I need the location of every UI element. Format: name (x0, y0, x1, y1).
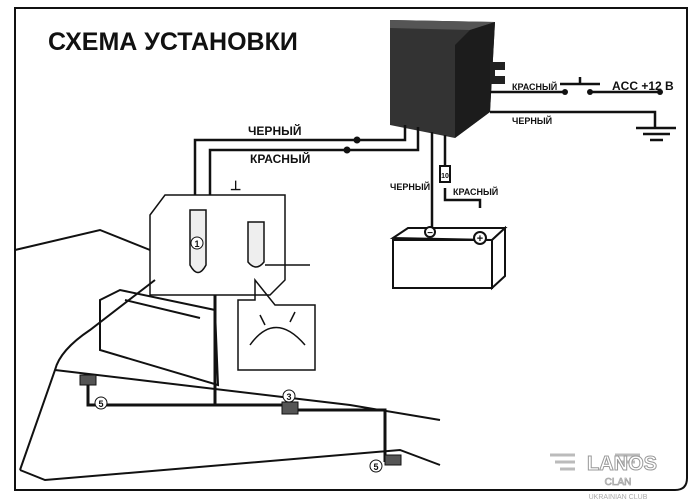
battery (389, 225, 508, 291)
logo-name: LANOS (587, 453, 657, 475)
label-red-battery: КРАСНЫЙ (453, 186, 498, 197)
logo-sub: CLAN (605, 477, 632, 488)
car-body (14, 228, 441, 482)
label-black-right: ЧЕРНЫЙ (512, 115, 552, 126)
marker-5-left: 5 (98, 399, 103, 409)
label-black-top: ЧЕРНЫЙ (248, 123, 301, 138)
diagram-title: СХЕМА УСТАНОВКИ (48, 28, 298, 56)
marker-3: 3 (286, 392, 291, 402)
marker-5-right: 5 (373, 462, 378, 472)
fuse-label: 10 (441, 173, 449, 180)
marker-1: 1 (194, 239, 199, 249)
label-red-right: КРАСНЫЙ (512, 81, 557, 92)
ground-symbol-label: ⊥ (230, 178, 241, 193)
frame (14, 7, 688, 491)
label-red-top: КРАСНЫЙ (250, 151, 310, 166)
control-unit (390, 20, 505, 138)
label-black-battery: ЧЕРНЫЙ (390, 181, 430, 192)
wiper-icon (237, 277, 316, 371)
battery-plus: + (477, 233, 483, 245)
battery-minus: − (427, 228, 433, 239)
nozzles (79, 374, 402, 466)
washer-tank (149, 194, 310, 296)
lanos-clan-logo: LANOS CLAN UKRAINIAN CLUB (550, 453, 658, 501)
label-acc: ACC +12 В (612, 79, 674, 93)
fuse (439, 165, 451, 183)
logo-club: UKRAINIAN CLUB (589, 494, 648, 501)
